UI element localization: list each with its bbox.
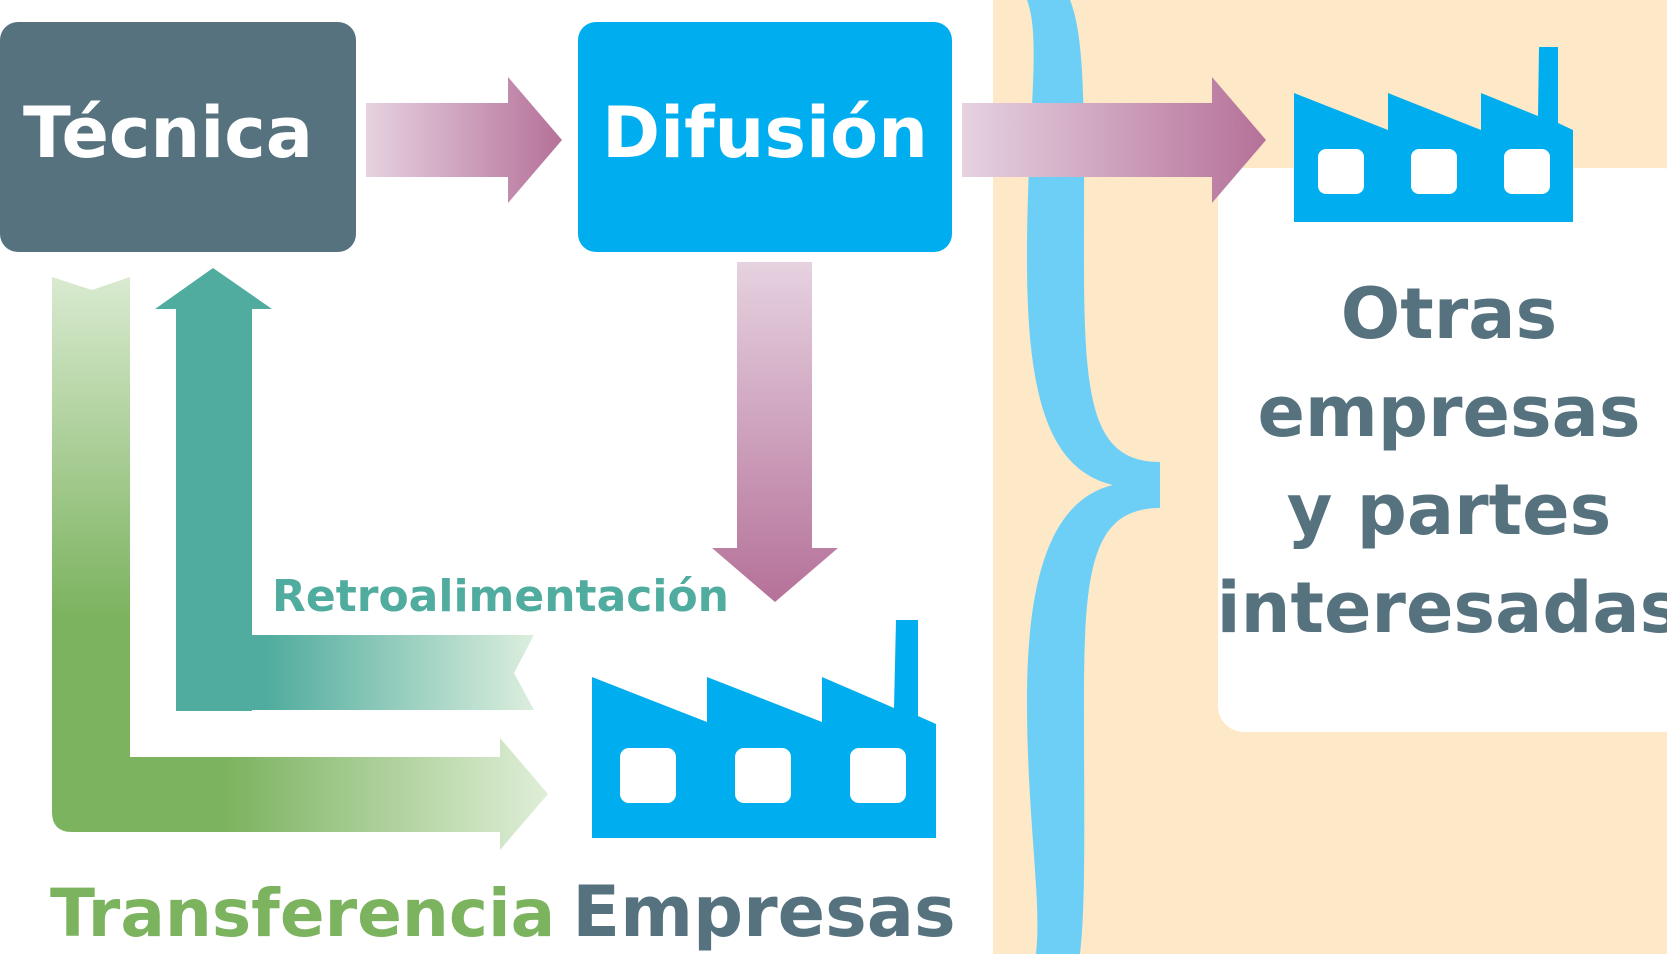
factory-icon	[592, 620, 936, 838]
transferencia-label: Transferencia	[50, 875, 555, 952]
otras-line-3: y partes	[1287, 469, 1611, 551]
arrow-difusion-empresas	[712, 262, 838, 602]
difusion-label: Difusión	[602, 92, 928, 174]
arrow-retro-horizontal	[176, 635, 534, 710]
tecnica-label: Técnica	[23, 92, 313, 174]
otras-line-4: interesadas	[1217, 567, 1667, 649]
otras-box	[1218, 168, 1667, 732]
arrow-transferencia-horizontal	[52, 738, 548, 850]
otras-line-1: Otras	[1341, 273, 1557, 355]
tecnica-box	[0, 22, 356, 252]
arrow-transferencia-vertical	[52, 277, 130, 760]
arrow-retro-vertical	[155, 268, 272, 711]
river-brace	[1027, 0, 1160, 954]
difusion-box	[578, 22, 952, 252]
arrow-difusion-otras	[962, 77, 1266, 203]
factory-icon	[1294, 47, 1573, 222]
arrow-tecnica-difusion	[366, 77, 562, 203]
otras-line-2: empresas	[1257, 371, 1640, 453]
empresas-label: Empresas	[572, 871, 955, 953]
retroalimentacion-label: Retroalimentación	[272, 571, 729, 622]
